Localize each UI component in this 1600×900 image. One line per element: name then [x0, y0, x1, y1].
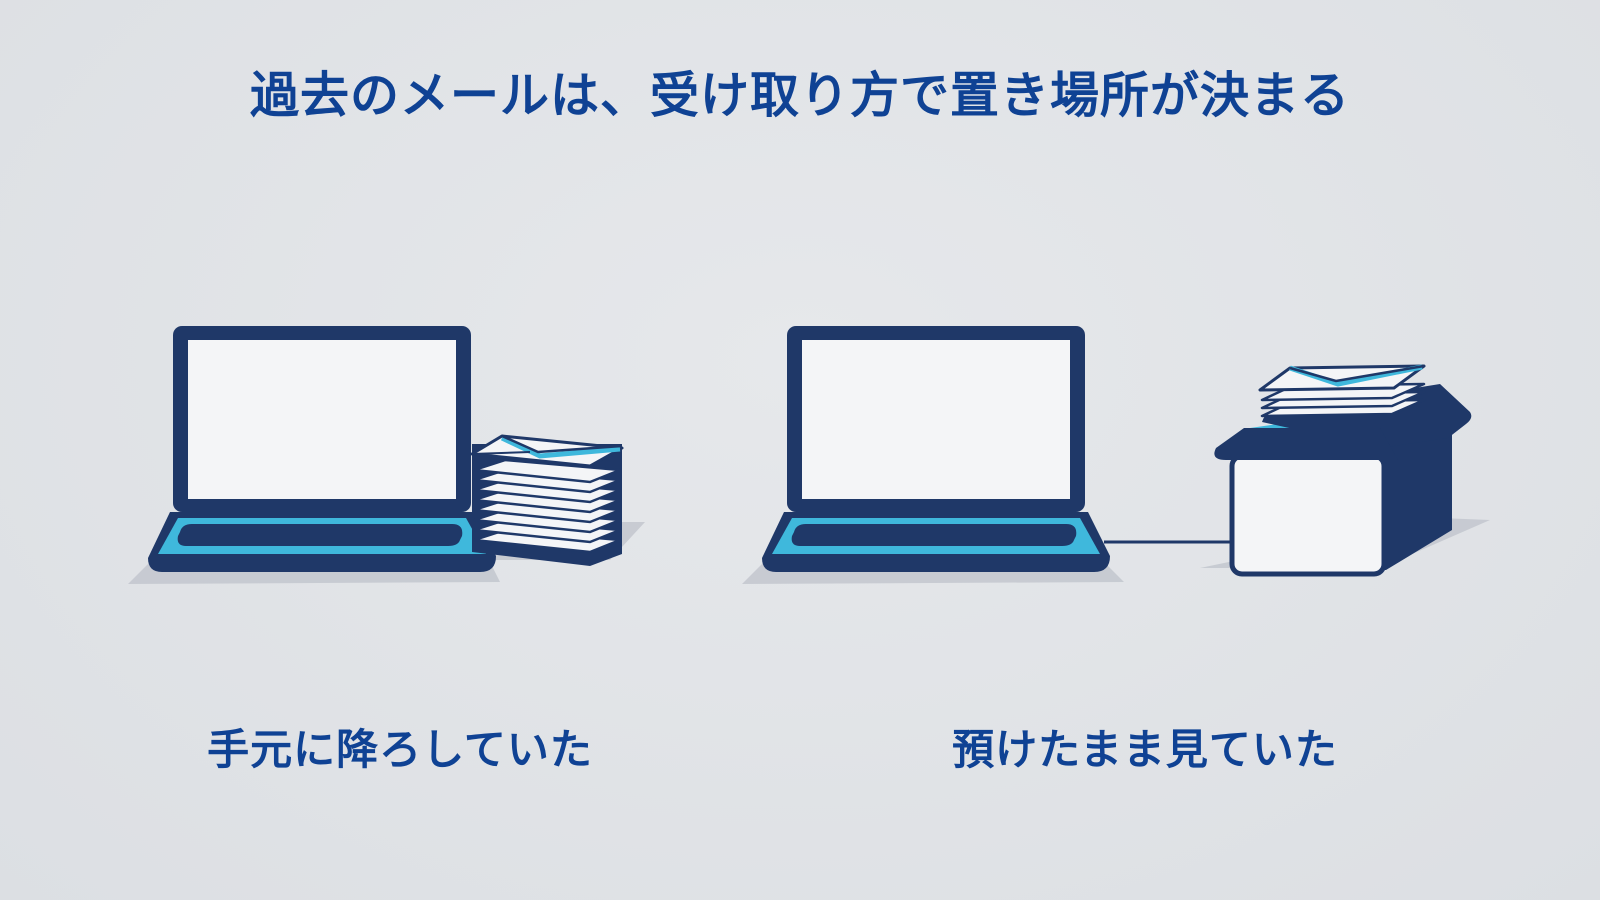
- caption-local-download: 手元に降ろしていた: [207, 725, 593, 774]
- right-illustration: [742, 326, 1490, 584]
- caption-server-storage: 預けたまま見ていた: [952, 725, 1338, 774]
- page-title: 過去のメールは、受け取り方で置き場所が決まる: [249, 67, 1350, 124]
- envelope-stack-icon: [1258, 364, 1426, 418]
- left-illustration: [128, 326, 645, 584]
- laptop-icon: [762, 326, 1110, 572]
- mail-stack-icon: [470, 434, 624, 566]
- laptop-icon: [148, 326, 496, 572]
- server-box-icon: [1214, 384, 1472, 577]
